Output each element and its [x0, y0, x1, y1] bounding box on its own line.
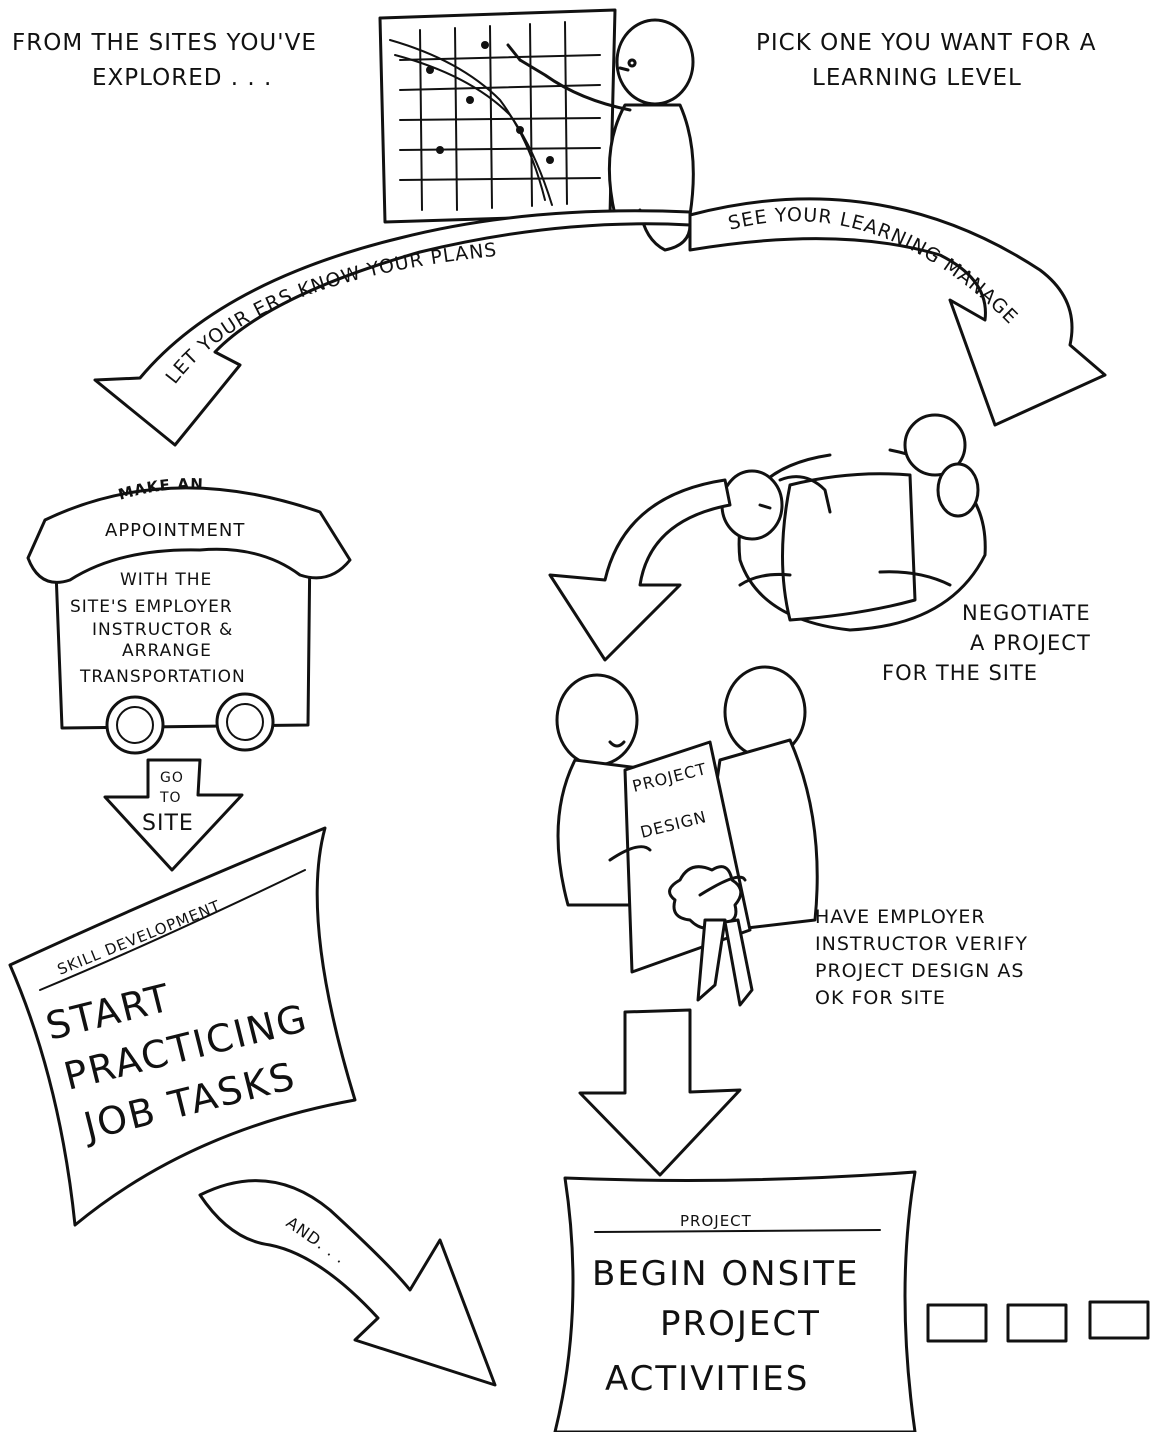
project-activities-card: PROJECT BEGIN ONSITE PROJECT ACTIVITIES	[555, 1172, 915, 1432]
continuation-box	[1008, 1305, 1066, 1341]
svg-text:A PROJECT: A PROJECT	[970, 631, 1091, 655]
caption-from-sites: FROM THE SITES YOU'VE EXPLORED . . .	[12, 30, 317, 91]
svg-text:PROJECT DESIGN AS: PROJECT DESIGN AS	[815, 960, 1024, 982]
arrow-go-to-site: GO TO SITE	[105, 760, 242, 870]
svg-text:OK FOR SITE: OK FOR SITE	[815, 987, 946, 1009]
svg-text:TO: TO	[159, 790, 182, 806]
svg-text:FOR THE SITE: FOR THE SITE	[882, 661, 1038, 685]
svg-text:SITE: SITE	[142, 811, 194, 836]
caption-verify: HAVE EMPLOYER INSTRUCTOR VERIFY PROJECT …	[815, 906, 1028, 1009]
svg-text:SITE'S EMPLOYER: SITE'S EMPLOYER	[70, 597, 233, 617]
svg-text:INSTRUCTOR &: INSTRUCTOR &	[92, 620, 233, 640]
bus-illustration: MAKE AN APPOINTMENT WITH THE SITE'S EMPL…	[28, 475, 350, 753]
svg-text:WITH THE: WITH THE	[120, 570, 212, 590]
svg-text:EXPLORED . . .: EXPLORED . . .	[92, 65, 272, 91]
project-design-illustration: PROJECT DESIGN	[557, 667, 817, 1005]
svg-text:APPOINTMENT: APPOINTMENT	[105, 520, 245, 541]
site-map-illustration	[380, 10, 615, 222]
caption-pick-one: PICK ONE YOU WANT FOR A LEARNING LEVEL	[756, 30, 1096, 91]
svg-text:HAVE EMPLOYER: HAVE EMPLOYER	[815, 906, 986, 928]
continuation-box	[1090, 1302, 1148, 1338]
caption-negotiate: NEGOTIATE A PROJECT FOR THE SITE	[882, 601, 1091, 685]
svg-text:FROM THE SITES YOU'VE: FROM THE SITES YOU'VE	[12, 30, 317, 56]
skill-development-card: SKILL DEVELOPMENT START PRACTICING JOB T…	[10, 828, 355, 1225]
arrow-and: AND. . .	[200, 1181, 495, 1385]
svg-text:PICK ONE YOU WANT FOR A: PICK ONE YOU WANT FOR A	[756, 30, 1096, 56]
svg-text:ACTIVITIES: ACTIVITIES	[605, 1359, 809, 1399]
svg-text:PROJECT: PROJECT	[680, 1212, 752, 1230]
continuation-box	[928, 1305, 986, 1341]
svg-text:TRANSPORTATION: TRANSPORTATION	[79, 667, 246, 687]
svg-text:LEARNING LEVEL: LEARNING LEVEL	[812, 65, 1022, 91]
banner-let-ers-know: LET YOUR ERS KNOW YOUR PLANS	[95, 211, 690, 445]
svg-text:INSTRUCTOR VERIFY: INSTRUCTOR VERIFY	[815, 933, 1028, 955]
negotiation-table-illustration	[722, 415, 985, 630]
svg-text:GO: GO	[160, 770, 184, 786]
svg-text:BEGIN ONSITE: BEGIN ONSITE	[592, 1254, 859, 1294]
svg-text:ARRANGE: ARRANGE	[122, 641, 212, 661]
curved-arrow-negotiate	[550, 480, 730, 660]
arrow-down-to-project	[580, 1010, 740, 1175]
continuation-boxes	[928, 1302, 1148, 1341]
svg-text:NEGOTIATE: NEGOTIATE	[962, 601, 1091, 625]
svg-text:PROJECT: PROJECT	[660, 1304, 821, 1344]
